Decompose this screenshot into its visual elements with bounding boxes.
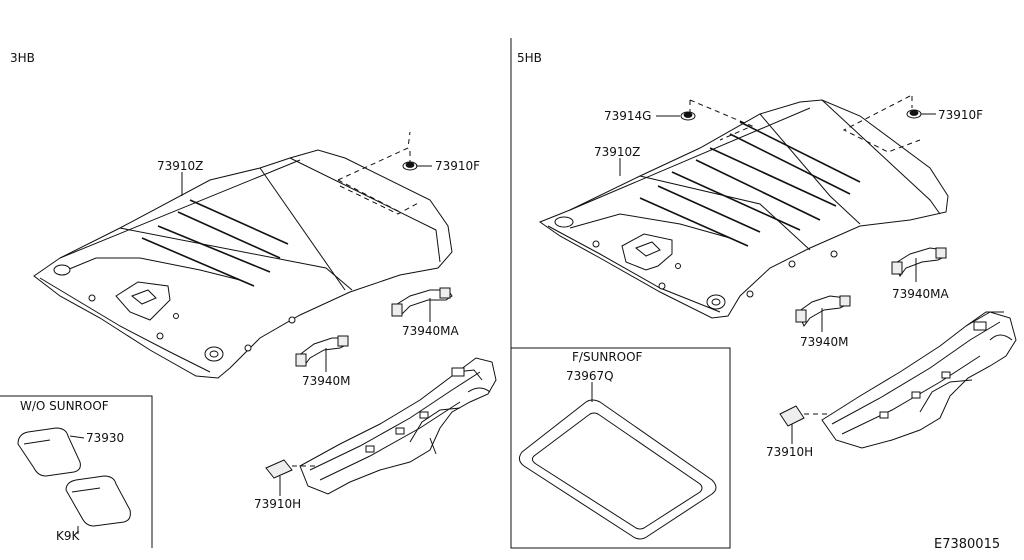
grip-5hb-73940m	[795, 295, 851, 327]
label-5hb-73914g: 73914G	[604, 109, 651, 123]
sunroof-trim-73967q	[518, 382, 717, 540]
section-label-wo-sunroof: W/O SUNROOF	[20, 399, 109, 413]
clip-5hb-73910f	[842, 95, 936, 153]
sunroof-pad-pair	[17, 427, 131, 534]
body-side-5hb	[821, 311, 1017, 449]
label-5hb-73940m: 73940M	[800, 335, 849, 349]
pad-3hb-73910h	[265, 459, 318, 496]
label-wo-k9k: K9K	[56, 529, 81, 543]
grip-3hb-73940m	[295, 335, 349, 372]
label-sunroof-73967q: 73967Q	[566, 369, 614, 383]
diagram-code: E7380015	[934, 537, 1000, 552]
section-label-3hb: 3HB	[10, 51, 35, 65]
label-3hb-73940m: 73940M	[302, 374, 351, 388]
label-5hb-73910h: 73910H	[766, 445, 813, 459]
grip-5hb-73940ma	[891, 247, 947, 277]
label-3hb-73940ma: 73940MA	[402, 324, 460, 338]
headlining-3hb	[33, 149, 453, 379]
wo-sunroof-frame	[0, 395, 153, 548]
body-side-3hb	[299, 357, 497, 495]
clip-5hb-73914g	[656, 99, 754, 141]
label-3hb-73910f: 73910F	[435, 159, 480, 173]
label-5hb-73940ma: 73940MA	[892, 287, 950, 301]
pad-5hb-73910h	[779, 405, 832, 444]
grip-3hb-73940ma	[391, 287, 453, 322]
label-5hb-73910f: 73910F	[938, 108, 983, 122]
headlining-5hb	[538, 99, 949, 319]
label-3hb-73910z: 73910Z	[157, 159, 203, 173]
label-5hb-73910z: 73910Z	[594, 145, 640, 159]
f-sunroof-frame	[510, 347, 731, 549]
clip-3hb-73910f	[337, 131, 432, 215]
label-3hb-73910h: 73910H	[254, 497, 301, 511]
section-label-5hb: 5HB	[517, 51, 542, 65]
section-label-f-sunroof: F/SUNROOF	[572, 350, 643, 364]
label-wo-73930: 73930	[86, 431, 124, 445]
